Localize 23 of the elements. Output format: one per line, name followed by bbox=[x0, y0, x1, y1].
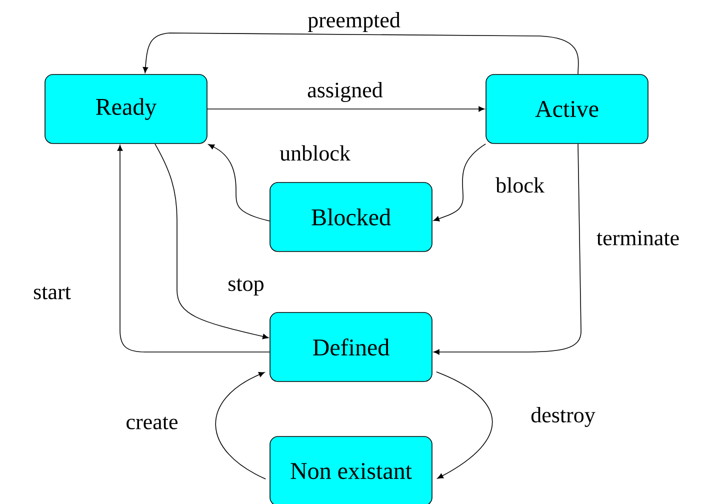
edge-label: destroy bbox=[531, 407, 596, 428]
arrow bbox=[215, 372, 266, 480]
state-box: Non existant bbox=[270, 436, 432, 504]
edge-label: terminate bbox=[596, 230, 679, 246]
arrow bbox=[142, 32, 579, 74]
state-box: Ready bbox=[44, 74, 208, 144]
arrow bbox=[154, 144, 269, 340]
arrow bbox=[436, 372, 493, 479]
arrow bbox=[433, 144, 582, 355]
state-box: Active bbox=[486, 74, 648, 144]
edge-label: unblock bbox=[280, 145, 350, 161]
arrow bbox=[433, 144, 486, 222]
arrow bbox=[208, 144, 270, 222]
arrow bbox=[207, 106, 485, 112]
arrow bbox=[117, 144, 270, 352]
edge-label: preempted bbox=[308, 12, 400, 32]
state-box: Defined bbox=[270, 312, 432, 382]
state-box: Blocked bbox=[270, 182, 432, 252]
edge-label: stop bbox=[228, 278, 264, 296]
edge-label: block bbox=[496, 177, 544, 193]
edge-label: create bbox=[126, 416, 178, 430]
edge-label: assigned bbox=[308, 82, 383, 102]
edge-label: start bbox=[34, 286, 71, 300]
